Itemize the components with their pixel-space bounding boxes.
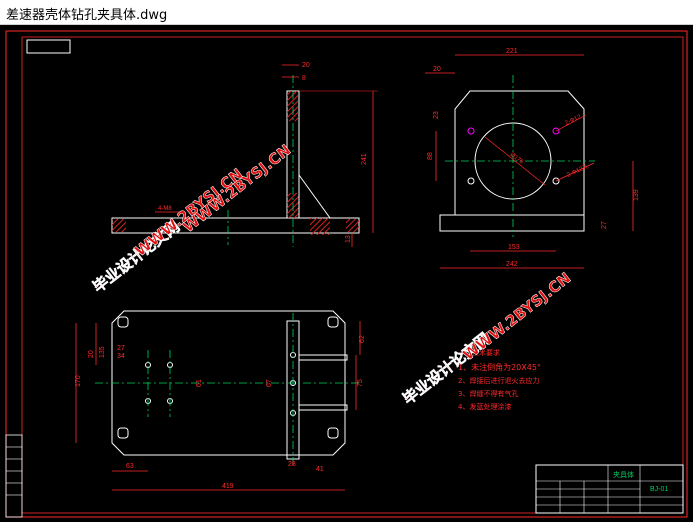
requirements-title: 技术要求 — [472, 348, 500, 357]
top-dim-170: 170 — [75, 375, 82, 387]
top-dim-419: 419 — [222, 483, 234, 490]
title-block-drawing-name: 夹具体 — [613, 470, 634, 479]
requirement-item: 3、焊缝不得有气孔 — [458, 389, 518, 398]
front-dim-20: 20 — [302, 62, 310, 69]
top-dim-34: 34 — [117, 353, 125, 360]
side-dim-153: 153 — [508, 244, 520, 251]
front-rib — [298, 173, 331, 219]
top-dim-62: 62 — [359, 335, 366, 343]
front-dim-241: 241 — [361, 153, 368, 165]
front-base-hatch-right — [346, 219, 359, 232]
side-holes-a: 2-Φ12 — [564, 114, 582, 127]
side-outline — [454, 90, 585, 216]
top-slot — [327, 316, 339, 328]
top-base-outline — [111, 310, 346, 456]
left-strip-block — [5, 434, 23, 518]
side-dim-23: 23 — [433, 111, 440, 119]
side-view: 221 20 23 88 139 27 153 242 Ø170 2-Φ12 2… — [425, 48, 640, 269]
leader-line — [555, 114, 587, 132]
cad-drawing: 20 8 241 13 4-M8 221 20 23 88 139 27 153 — [5, 30, 688, 518]
title-block-drawing-code: BJ-01 — [650, 486, 668, 493]
sheet-inner-border — [21, 36, 684, 514]
side-dim-221: 221 — [506, 48, 518, 55]
top-dim-75: 75 — [357, 379, 364, 387]
side-base — [439, 214, 585, 232]
side-dim-27: 27 — [601, 221, 608, 229]
side-bore-diameter — [484, 136, 546, 186]
front-dim-4m8: 4-M8 — [158, 206, 172, 212]
side-dim-242: 242 — [506, 261, 518, 268]
side-dim-phi-bore: Ø170 — [509, 152, 525, 166]
sheet-label-box — [26, 39, 71, 54]
side-hole-br — [552, 177, 560, 185]
top-rib-2 — [298, 404, 348, 411]
front-upright-hatch — [287, 91, 298, 121]
front-dim-13: 13 — [345, 235, 352, 243]
top-slot — [117, 427, 129, 439]
side-dim-139: 139 — [633, 189, 640, 201]
top-dim-67: 67 — [266, 379, 273, 387]
title-block: 夹具体 BJ-01 — [535, 464, 684, 514]
front-dim-8: 8 — [302, 75, 306, 82]
top-dim-61: 61 — [196, 379, 203, 387]
requirement-item: 1、未注倒角为20X45° — [458, 362, 541, 372]
requirement-item: 2、焊接后进行退火去应力 — [458, 376, 539, 385]
window-titlebar: 差速器壳体钻孔夹具体.dwg — [0, 0, 693, 25]
leader-line — [555, 162, 595, 182]
top-slot — [117, 316, 129, 328]
front-rib-weld — [310, 218, 330, 235]
watermark-url: WWW.2BYSJ.CN — [459, 269, 574, 364]
top-dim-27: 27 — [117, 345, 125, 352]
sheet-border — [5, 30, 688, 518]
side-hole-tl — [467, 127, 475, 135]
side-hole-tr — [552, 127, 560, 135]
front-base-hatch-left — [112, 219, 126, 232]
watermark-url: WWW.2BYSJ.CN — [179, 141, 294, 236]
top-dim-63: 63 — [126, 463, 134, 470]
top-dim-135: 135 — [99, 346, 106, 358]
front-view: 20 8 241 13 4-M8 — [111, 62, 378, 247]
technical-requirements: 技术要求 1、未注倒角为20X45° 2、焊接后进行退火去应力 3、焊缝不得有气… — [458, 348, 541, 411]
side-dim-20: 20 — [433, 66, 441, 73]
side-hole-bl — [467, 177, 475, 185]
top-rib-1 — [298, 354, 348, 361]
watermark-url: WWW.2BYSJ.CN — [131, 165, 246, 260]
side-dim-88: 88 — [427, 152, 434, 160]
requirement-item: 4、发蓝处理涂漆 — [458, 402, 511, 411]
top-dim-41: 41 — [316, 466, 324, 473]
window-title: 差速器壳体钻孔夹具体.dwg — [6, 8, 168, 23]
top-dim-20: 20 — [88, 350, 95, 358]
drawing-canvas[interactable]: 20 8 241 13 4-M8 221 20 23 88 139 27 153 — [0, 25, 693, 522]
side-holes-b: 2-Φ12孔 — [565, 162, 589, 179]
top-slot — [327, 427, 339, 439]
top-dim-28: 28 — [288, 461, 296, 468]
top-view: 170 20 135 27 34 63 419 28 41 62 75 61 6… — [75, 310, 366, 491]
